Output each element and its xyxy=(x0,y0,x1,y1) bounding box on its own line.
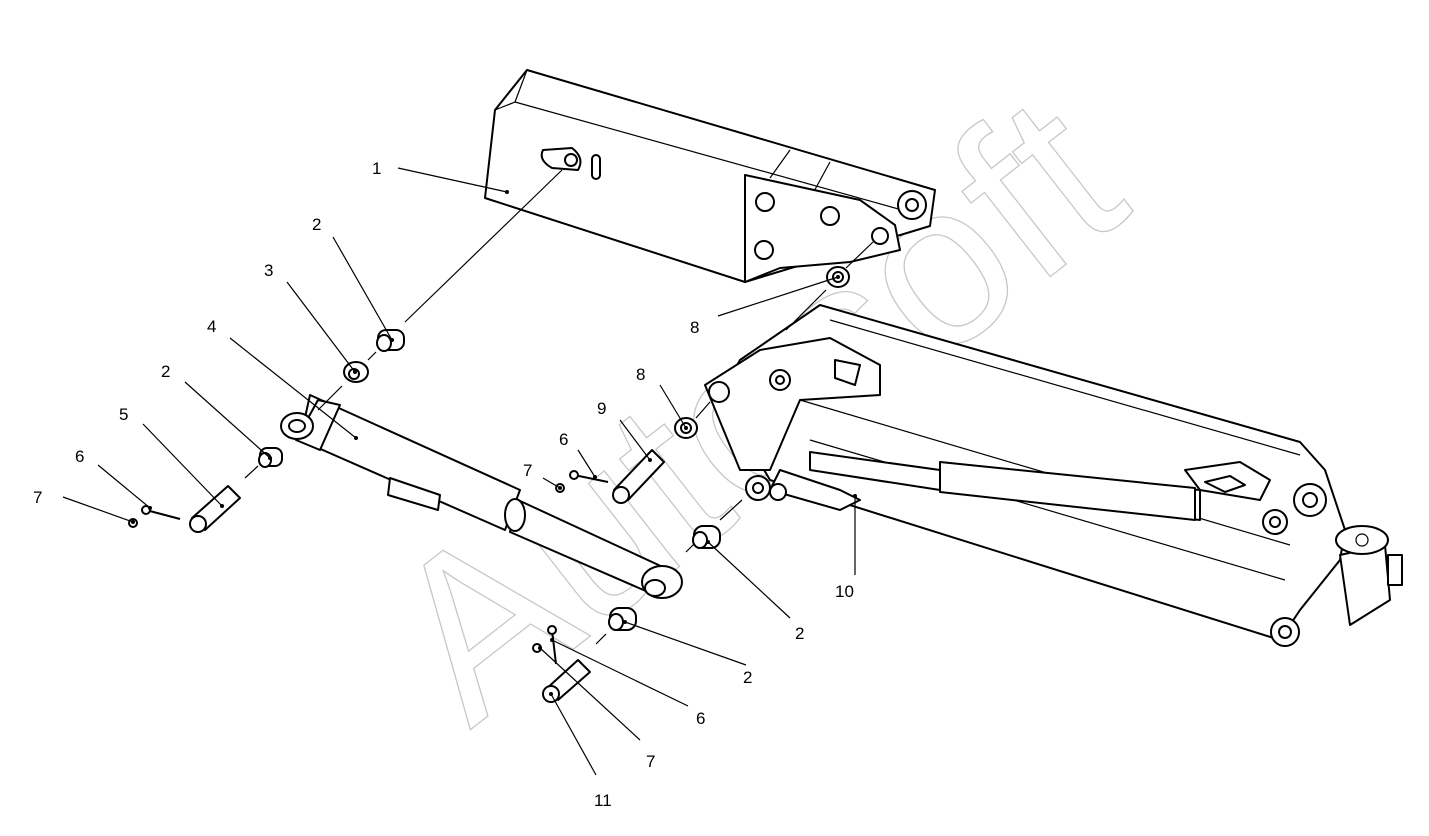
callout-7: 7 xyxy=(33,488,42,507)
assembly-lines xyxy=(244,169,874,645)
callout-2: 2 xyxy=(743,668,752,687)
bushing-part-2-low xyxy=(608,607,637,631)
callout-7: 7 xyxy=(646,752,655,771)
pins xyxy=(128,449,665,703)
callout-2: 2 xyxy=(312,215,321,234)
callout-11: 11 xyxy=(594,791,612,810)
callout-3: 3 xyxy=(264,261,273,280)
callout-6: 6 xyxy=(696,709,705,728)
pin-part-5 xyxy=(189,485,241,533)
pin-part-9 xyxy=(612,449,665,504)
callout-6: 6 xyxy=(75,447,84,466)
leader-lines xyxy=(62,167,857,776)
callout-5: 5 xyxy=(119,405,128,424)
callout-9: 9 xyxy=(597,399,606,418)
callout-10: 10 xyxy=(835,582,854,601)
callout-1: 1 xyxy=(372,159,381,178)
callout-8: 8 xyxy=(636,365,645,384)
callout-labels: 1 2 3 4 2 5 6 7 8 8 9 6 7 10 2 2 6 7 11 xyxy=(33,159,854,810)
lower-boom-part-10 xyxy=(704,304,1403,647)
callout-2: 2 xyxy=(795,624,804,643)
upper-boom-part-1 xyxy=(484,69,936,283)
callout-8: 8 xyxy=(690,318,699,337)
bushing-part-2-mid xyxy=(692,525,721,549)
small-pin-part-6-mid xyxy=(569,470,609,483)
callout-2: 2 xyxy=(161,362,170,381)
callout-4: 4 xyxy=(207,317,216,336)
small-pin-part-6-low xyxy=(547,625,557,665)
callout-7: 7 xyxy=(523,461,532,480)
callout-6: 6 xyxy=(559,430,568,449)
small-pin-part-6-left xyxy=(141,505,181,520)
hydraulic-cylinder-part-4 xyxy=(280,394,683,599)
